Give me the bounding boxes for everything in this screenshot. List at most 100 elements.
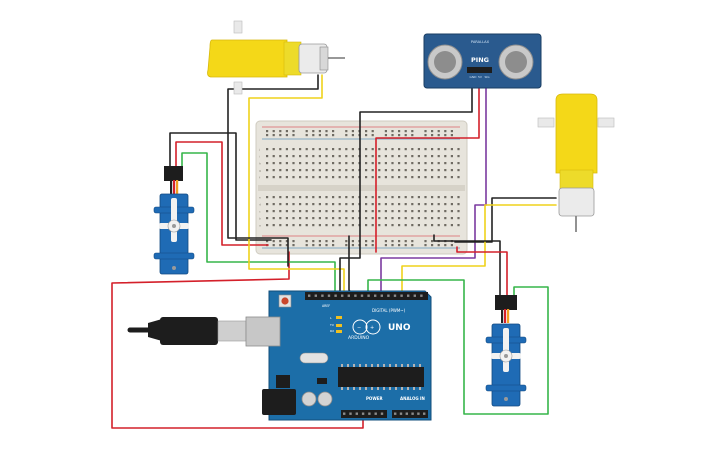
terminal-hole (384, 210, 387, 213)
rail-hole (424, 240, 427, 243)
terminal-hole (391, 210, 394, 213)
servo-right-lead-black (501, 309, 504, 323)
arduino-logo-plus: + (370, 325, 374, 331)
usb-cable (127, 317, 247, 345)
terminal-hole (384, 162, 387, 165)
rail-hole (398, 130, 401, 133)
terminal-hole (305, 176, 308, 179)
terminal-hole (417, 155, 420, 158)
rail-hole (266, 130, 269, 133)
rail-hole (318, 244, 321, 247)
rail-hole (450, 134, 453, 137)
terminal-hole (345, 217, 348, 220)
terminal-hole (351, 196, 354, 199)
terminal-hole (444, 210, 447, 213)
terminal-hole (351, 217, 354, 220)
rail-hole (424, 244, 427, 247)
terminal-hole (404, 162, 407, 165)
arduino-brand-label: ARDUINO (348, 335, 370, 341)
terminal-hole (437, 162, 440, 165)
chip-leg (389, 387, 391, 390)
terminal-hole (404, 176, 407, 179)
terminal-hole (285, 162, 288, 165)
terminal-hole (365, 148, 368, 151)
terminal-hole (325, 196, 328, 199)
chip-leg (401, 364, 403, 367)
rail-hole (312, 244, 315, 247)
rail-hole (371, 244, 374, 247)
rail-hole (391, 240, 394, 243)
digital-pin (314, 294, 317, 297)
wire-yellow-motor1 (248, 74, 345, 299)
sensor-ping-label: PING (471, 56, 489, 64)
analog-pin (411, 412, 414, 415)
rail-hole (384, 130, 387, 133)
rail-hole (312, 240, 315, 243)
terminal-hole (332, 148, 335, 151)
terminal-hole (292, 217, 295, 220)
terminal-hole (325, 224, 328, 227)
terminal-hole (299, 155, 302, 158)
arduino-uno[interactable]: AREF DIGITAL (PWM~) UNO ARDUINO − + TX R… (245, 290, 432, 421)
rail-hole (305, 240, 308, 243)
servo-right[interactable] (485, 295, 527, 407)
power-pin (374, 412, 377, 415)
rail-hole (279, 130, 282, 133)
terminal-hole (266, 148, 269, 151)
terminal-hole (437, 203, 440, 206)
digital-pin (393, 294, 397, 297)
terminal-hole (371, 210, 374, 213)
servo-right-mount-screw (504, 397, 508, 401)
arduino-logo-left (352, 319, 368, 335)
chip-leg (413, 387, 415, 390)
terminal-hole (457, 217, 460, 220)
terminal-hole (411, 196, 414, 199)
arduino-reset-button[interactable] (281, 297, 289, 305)
rail-hole (325, 134, 328, 137)
terminal-hole (411, 155, 414, 158)
terminal-hole (450, 176, 453, 179)
terminal-hole (431, 210, 434, 213)
rail-hole (431, 240, 434, 243)
chip-leg (353, 364, 355, 367)
arduino-logo-right (365, 319, 381, 335)
rail-hole (450, 244, 453, 247)
servo-left[interactable] (153, 166, 195, 275)
terminal-hole (411, 162, 414, 165)
terminal-hole (338, 196, 341, 199)
wire-red-power-loop (111, 251, 364, 429)
terminal-hole (404, 148, 407, 151)
chip-leg (383, 364, 385, 367)
dc-motor-top[interactable] (207, 20, 346, 95)
motor-top-neck (283, 41, 302, 76)
arduino-analog-header (392, 410, 428, 418)
row-letter: e (259, 195, 261, 199)
terminal-hole (325, 217, 328, 220)
terminal-hole (312, 176, 315, 179)
terminal-hole (411, 169, 414, 172)
rail-hole (437, 134, 440, 137)
dc-motor-right[interactable] (537, 93, 615, 232)
terminal-hole (338, 210, 341, 213)
terminal-hole (411, 203, 414, 206)
terminal-hole (325, 176, 328, 179)
chip-leg (365, 364, 367, 367)
terminal-hole (371, 203, 374, 206)
sensor-brand-label: PARALLAX (471, 40, 490, 44)
terminal-hole (450, 217, 453, 220)
motor-right-neck (559, 169, 594, 190)
usb-strain-relief (148, 319, 162, 341)
servo-left-lead-black (170, 180, 173, 194)
terminal-hole (398, 169, 401, 172)
rail-hole (424, 130, 427, 133)
rail-hole (351, 130, 354, 133)
digital-pin (420, 294, 423, 297)
ultrasonic-sensor[interactable]: PARALLAX PING GND 5V SIG (423, 33, 542, 89)
arduino-small-ic (317, 378, 327, 384)
terminal-hole (384, 224, 387, 227)
terminal-hole (325, 210, 328, 213)
terminal-hole (351, 203, 354, 206)
terminal-hole (338, 224, 341, 227)
terminal-hole (450, 210, 453, 213)
row-letter: a (259, 223, 261, 227)
